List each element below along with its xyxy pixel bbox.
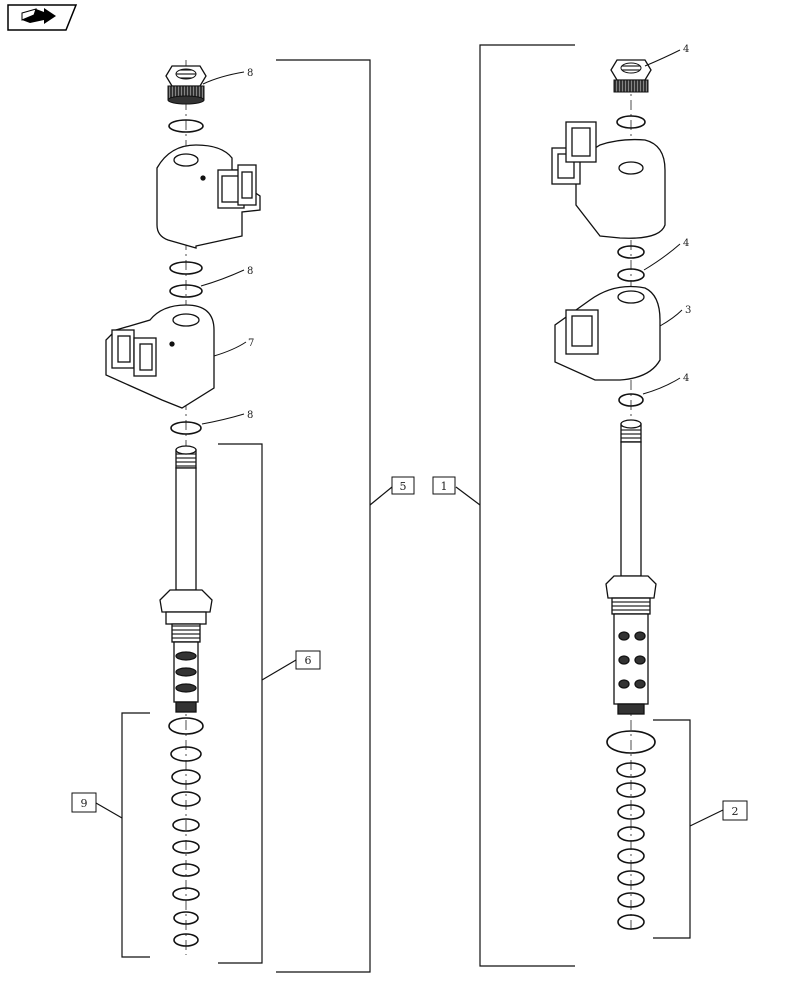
box-label-cartridge-left[interactable]: 6 [295,650,321,670]
o-ring-left-2 [169,261,203,275]
callout-right-oring-lower: 4 [683,373,689,384]
callout-left-oring-lower: 8 [247,410,253,421]
solenoid-coil-right-upper [551,121,666,239]
o-ring-right-2 [617,245,645,259]
box-label-seal-kit-left[interactable]: 9 [71,792,97,813]
callout-right-nut: 4 [683,44,689,55]
seal-kit-bracket-left [95,712,150,958]
coil-nut-right [610,59,652,93]
solenoid-coil-left-upper [156,144,261,249]
o-ring-right-1 [616,115,646,129]
assembly-bracket-left [276,59,393,973]
solenoid-coil-right-lower [554,285,661,381]
o-ring-left-4 [170,421,202,435]
callout-left-coil-lower: 7 [248,338,254,349]
cartridge-bracket-left [218,443,297,964]
o-ring-left-1 [168,119,204,133]
solenoid-coil-left-lower [105,304,215,409]
valve-cartridge-right [605,419,657,715]
box-label-seal-kit-right[interactable]: 2 [722,800,748,821]
valve-cartridge-left [159,445,213,713]
assembly-bracket-right [455,44,575,967]
callout-right-oring-upper: 4 [683,238,689,249]
seal-kit-bracket-right [653,719,724,939]
o-ring-right-4 [618,393,644,407]
seal-kit-right [606,730,656,930]
seal-kit-left [168,717,204,947]
box-label-text: 6 [305,654,312,667]
page-turn-arrow-icon[interactable] [7,4,78,31]
leader-lines [200,49,683,425]
box-label-assembly-left[interactable]: 5 [391,476,415,495]
box-label-text: 1 [441,480,448,493]
callout-left-oring-upper: 8 [247,266,253,277]
box-label-assembly-right[interactable]: 1 [432,476,456,495]
callout-left-nut: 8 [247,68,253,79]
box-label-text: 5 [400,480,407,493]
box-label-text: 2 [732,805,739,818]
o-ring-right-3 [617,268,645,282]
callout-right-coil-lower: 3 [685,305,691,316]
o-ring-left-3 [169,284,203,298]
coil-nut-left [165,65,207,105]
box-label-text: 9 [81,797,88,810]
